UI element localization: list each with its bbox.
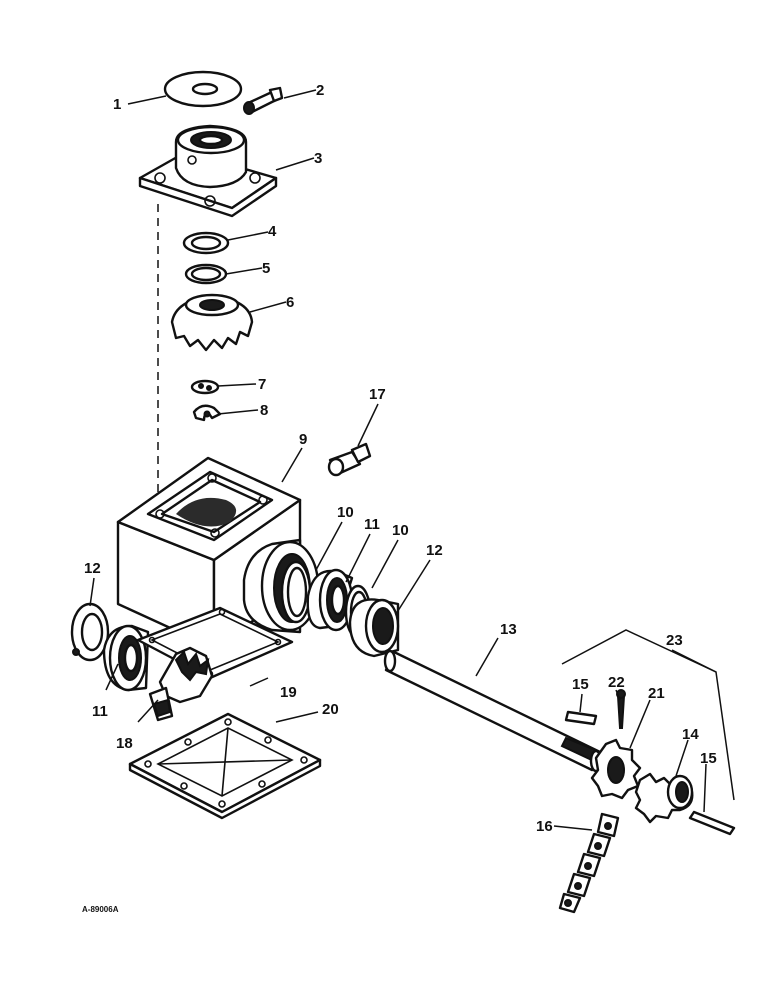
part-7-lock-plate <box>190 379 220 395</box>
callout-21: 21 <box>648 685 665 702</box>
callout-15-left: 15 <box>572 676 589 693</box>
callout-17: 17 <box>369 386 386 403</box>
part-15-key-b <box>688 810 736 836</box>
callout-13: 13 <box>500 621 517 638</box>
callout-23-bracket-left <box>561 629 717 673</box>
part-22-pin <box>616 689 626 729</box>
callout-20: 20 <box>322 701 339 718</box>
part-15-key-a <box>564 710 598 726</box>
callout-18: 18 <box>116 735 133 752</box>
callout-12-left: 12 <box>84 560 101 577</box>
callout-16: 16 <box>536 818 553 835</box>
callout-labels: 1 2 3 4 5 6 7 8 9 10 10 11 11 12 12 13 1… <box>82 82 717 914</box>
part-12-seal-a <box>70 602 110 662</box>
part-6-bevel-gear <box>170 293 254 352</box>
part-1-washer <box>163 70 243 108</box>
callout-6: 6 <box>286 294 294 311</box>
callout-7: 7 <box>258 376 266 393</box>
callout-22: 22 <box>608 674 625 691</box>
part-11-bearing-b <box>306 568 354 632</box>
part-4-washer <box>182 231 230 255</box>
callout-10-lower: 10 <box>392 522 409 539</box>
part-2-grease-fitting <box>243 86 284 115</box>
callout-12-right: 12 <box>426 542 443 559</box>
callout-3: 3 <box>314 150 322 167</box>
part-12-seal-b <box>348 598 400 658</box>
part-20-cover-plate <box>128 712 322 820</box>
callout-4: 4 <box>268 223 277 240</box>
callout-8: 8 <box>260 402 268 419</box>
part-11-bearing-a <box>102 624 150 692</box>
part-18-bevel-pinion <box>148 646 214 722</box>
part-8-retainer <box>192 404 222 422</box>
callout-14: 14 <box>682 726 699 743</box>
callout-23-bracket-right <box>671 649 735 801</box>
part-10-snap-ring-a <box>280 560 312 624</box>
callout-9: 9 <box>299 431 307 448</box>
callout-19: 19 <box>280 684 297 701</box>
part-14-sprocket-hub <box>634 772 694 824</box>
callout-10-upper: 10 <box>337 504 354 521</box>
callout-23: 23 <box>666 632 683 649</box>
part-17-plug <box>327 442 372 477</box>
part-5-snap-ring <box>184 263 228 285</box>
callout-5: 5 <box>262 260 270 277</box>
part-3-bearing-cap <box>138 124 278 218</box>
callout-11-upper: 11 <box>364 516 380 533</box>
callout-11-lower: 11 <box>92 703 108 720</box>
part-21-sprocket <box>590 738 642 800</box>
callout-2: 2 <box>316 82 324 99</box>
part-16-roller-chain <box>558 812 620 914</box>
drawing-reference: A-89006A <box>82 905 119 914</box>
leader-lines <box>89 89 707 831</box>
callout-1: 1 <box>113 96 121 113</box>
callout-15-right: 15 <box>700 750 717 767</box>
